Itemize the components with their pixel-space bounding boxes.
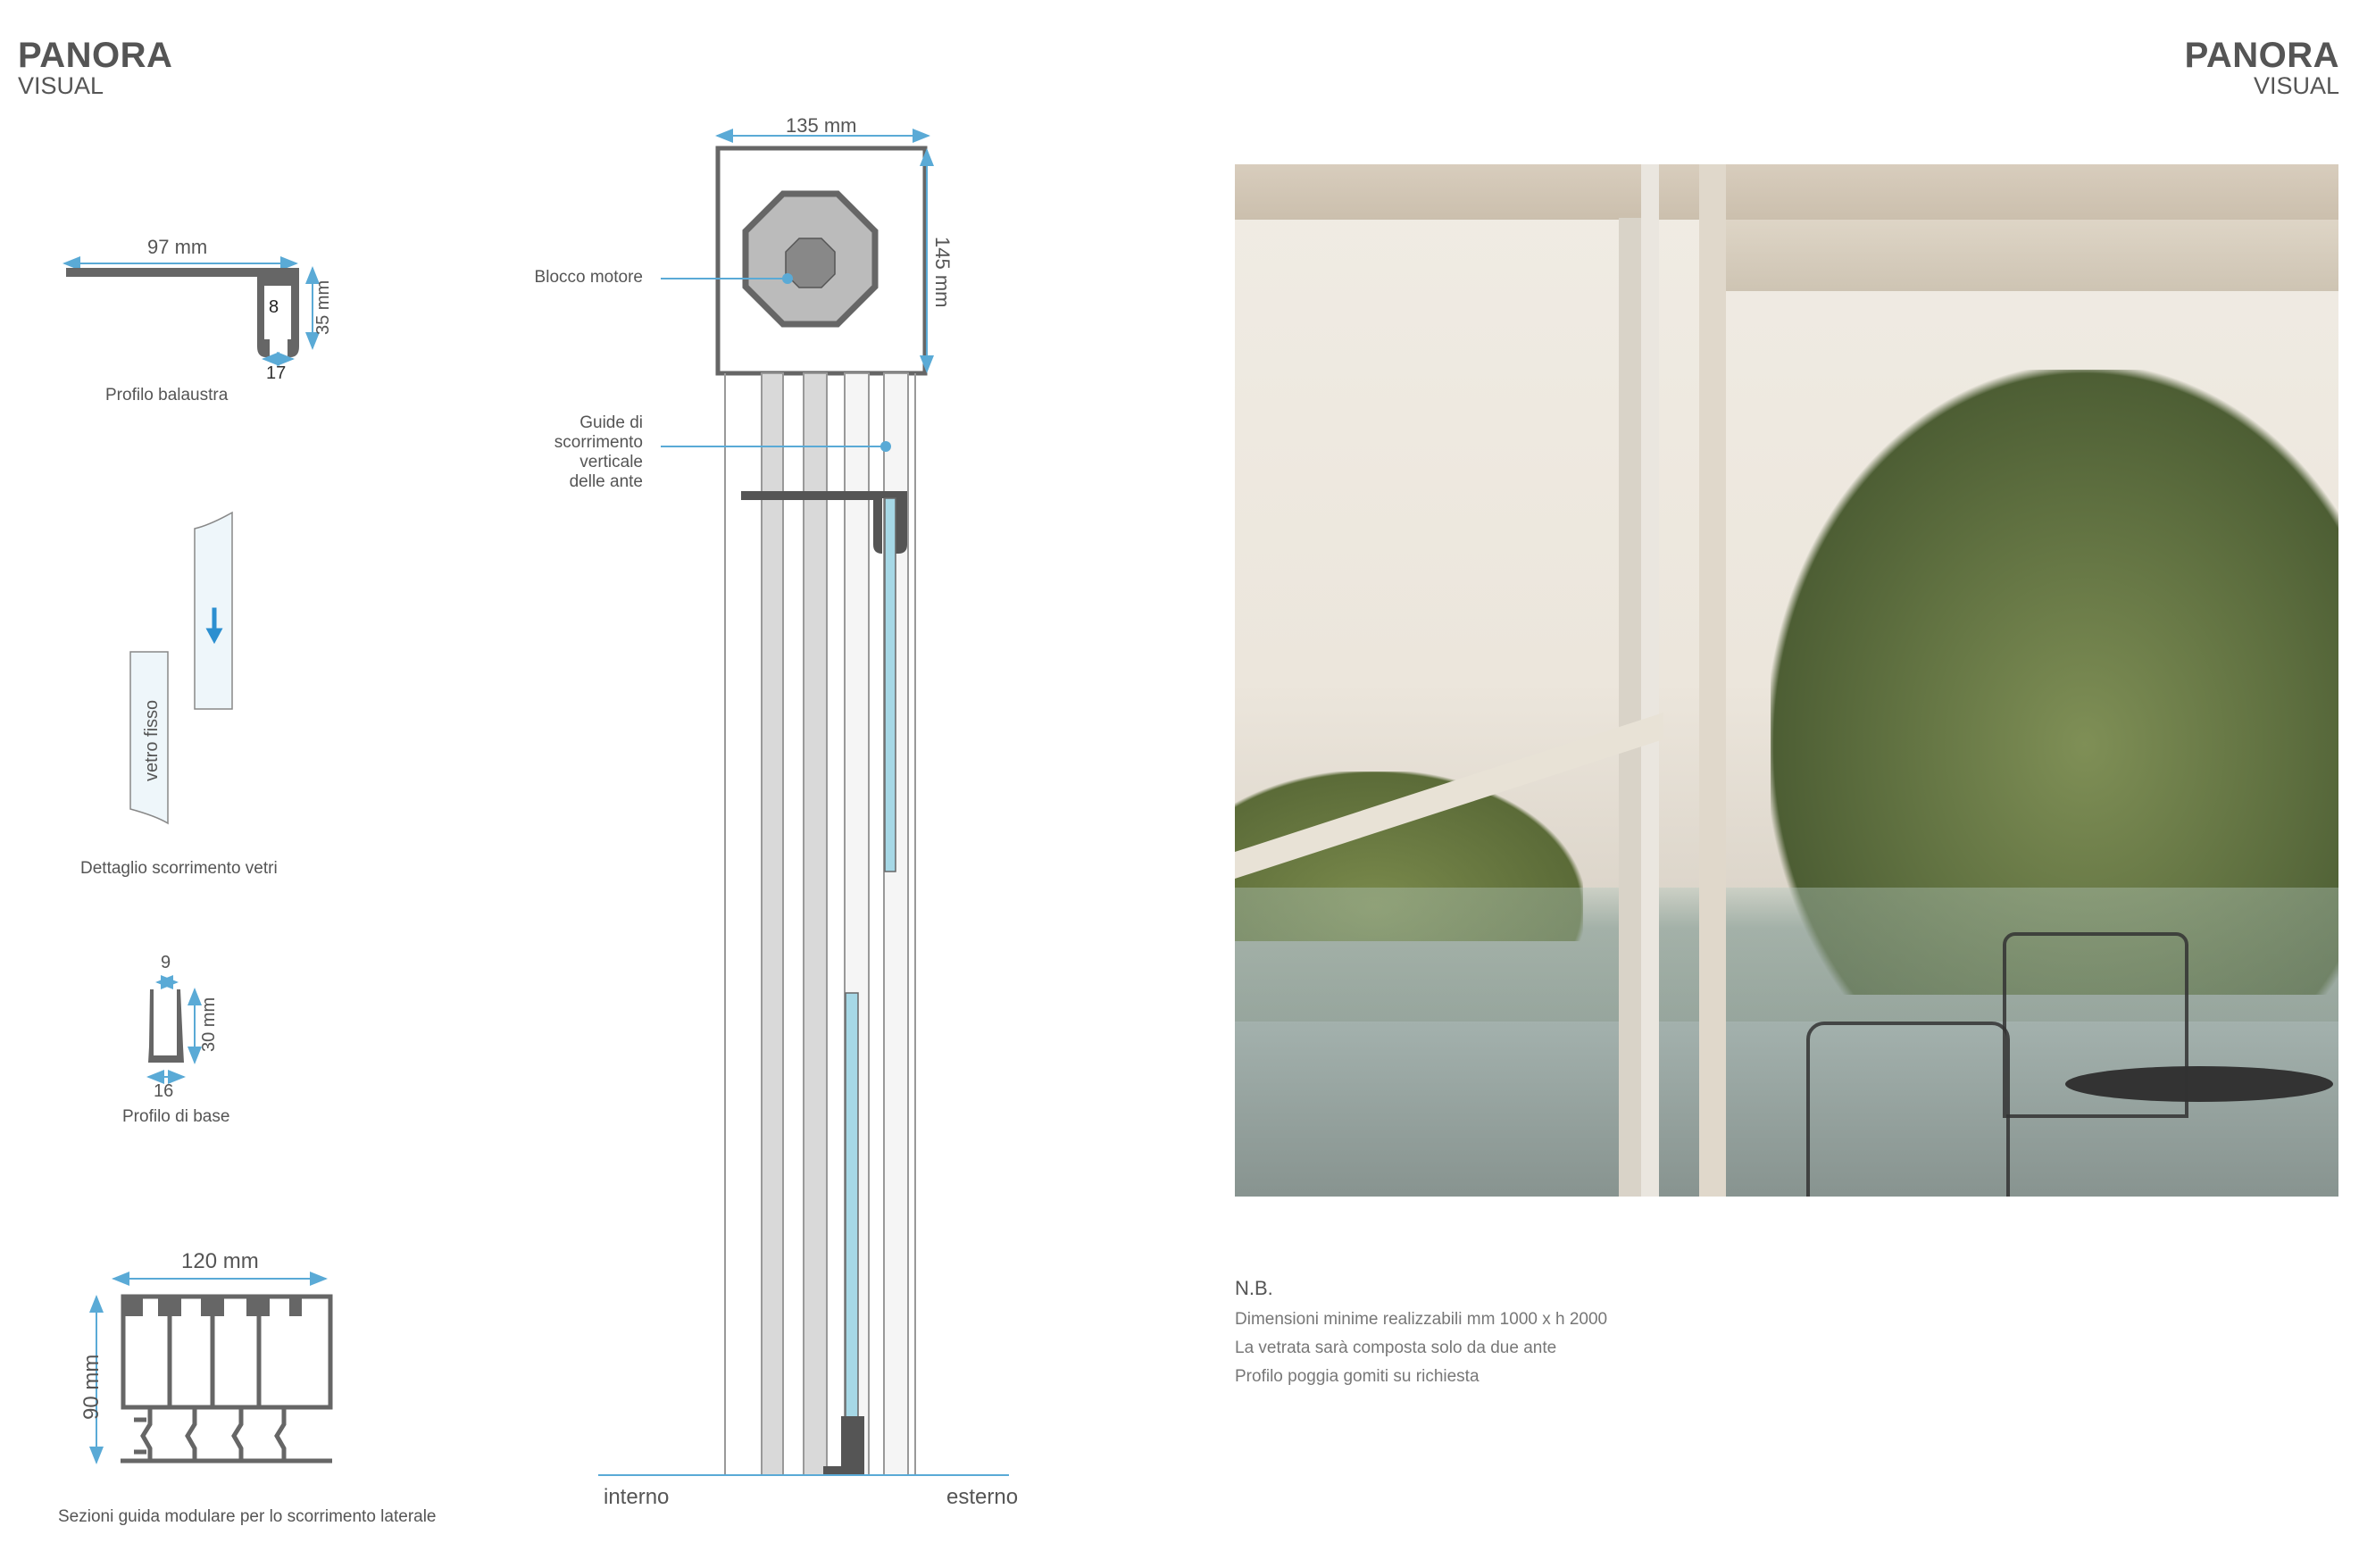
brand-left: PANORA VISUAL xyxy=(18,38,172,98)
caption-dettaglio-vetri: Dettaglio scorrimento vetri xyxy=(80,859,278,878)
brand-title: PANORA xyxy=(2184,36,2339,75)
brand-subtitle: VISUAL xyxy=(2253,72,2339,99)
width-label: 97 mm xyxy=(147,236,207,258)
base-profile xyxy=(823,1416,864,1475)
fixed-glass-label: vetro fisso xyxy=(142,700,162,781)
callout-motor-label: Blocco motore xyxy=(534,268,643,287)
caption-profilo-base: Profilo di base xyxy=(122,1107,230,1126)
callout-dot xyxy=(782,273,793,284)
top-label: 9 xyxy=(161,953,171,972)
callout-guides-label: Guide di scorrimento verticale delle ant… xyxy=(554,413,643,491)
veranda-photo xyxy=(1235,164,2338,1197)
inner-label: 8 xyxy=(269,297,279,317)
arrow-down-icon xyxy=(205,607,223,645)
sezioni-guida-drawing: 120 mm 90 mm xyxy=(79,1249,333,1464)
brand-right: PANORA VISUAL xyxy=(2185,38,2339,98)
callout-dot xyxy=(880,441,891,452)
interno-label: interno xyxy=(604,1485,669,1509)
guide-profile xyxy=(121,1294,333,1464)
note-line: Profilo poggia gomiti su richiesta xyxy=(1235,1367,1480,1386)
profilo-base-drawing: 9 30 mm 16 xyxy=(146,953,219,1098)
fixed-glass xyxy=(129,651,169,825)
upper-glass xyxy=(884,497,896,872)
width-label: 120 mm xyxy=(181,1249,259,1273)
width-label: 135 mm xyxy=(786,114,856,137)
height-label: 90 mm xyxy=(79,1355,104,1420)
esterno-label: esterno xyxy=(946,1485,1018,1509)
balustrade-profile xyxy=(741,491,907,554)
height-label: 30 mm xyxy=(199,997,219,1052)
notes-title: N.B. xyxy=(1235,1277,1273,1299)
caption-profilo-balaustra: Profilo balaustra xyxy=(105,386,229,405)
height-label: 35 mm xyxy=(313,280,333,335)
section-drawing: 135 mm 145 mm interno esterno xyxy=(598,114,1018,1509)
lower-glass xyxy=(845,992,859,1419)
notes-section: N.B. Dimensioni minime realizzabili mm 1… xyxy=(1235,1277,1607,1391)
balaustra-profile xyxy=(66,268,299,357)
bottom-label: 16 xyxy=(154,1081,173,1098)
profilo-balaustra-drawing: 97 mm 8 35 mm 17 xyxy=(63,236,333,383)
note-line: La vetrata sarà composta solo da due ant… xyxy=(1235,1339,1557,1357)
brand-title: PANORA xyxy=(18,36,173,75)
caption-sezioni-guida: Sezioni guida modulare per lo scorriment… xyxy=(58,1507,437,1526)
base-profile xyxy=(148,989,184,1063)
note-line: Dimensioni minime realizzabili mm 1000 x… xyxy=(1235,1310,1608,1329)
bottom-label: 17 xyxy=(266,363,286,383)
dettaglio-vetri-drawing: vetro fisso xyxy=(129,511,233,825)
height-label: 145 mm xyxy=(931,237,954,307)
brand-subtitle: VISUAL xyxy=(18,72,104,99)
